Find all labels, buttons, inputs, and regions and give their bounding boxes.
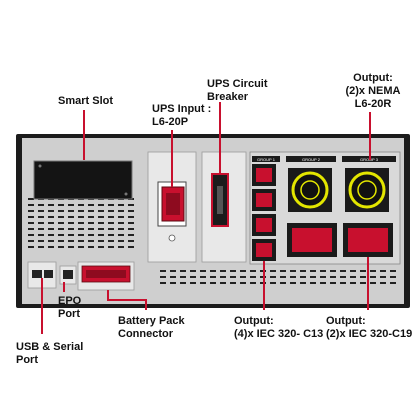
ground-screw	[168, 234, 176, 242]
smart-slot-screw	[38, 164, 42, 168]
nema-l6-20r-outlets	[288, 168, 389, 212]
circuit-breaker-switch	[217, 186, 223, 214]
c19-outlet-socket	[348, 228, 388, 252]
c13-outlet-socket	[256, 243, 272, 257]
usb-port	[32, 270, 42, 278]
callout-lines	[41, 102, 371, 334]
smart-slot-screw	[124, 192, 128, 196]
l6-20p-plug-face	[166, 193, 180, 215]
callout-smart-slot: Smart Slot	[58, 95, 114, 107]
c13-outlet-socket	[256, 218, 272, 232]
group-2-label: GROUP 2	[302, 157, 321, 162]
c19-outlets	[287, 223, 393, 257]
nema-outlet-ring	[300, 180, 320, 200]
callout-output-c19: Output: (2)x IEC 320-C19	[326, 315, 413, 340]
callout-ups-circuit-breaker: UPS Circuit Breaker	[207, 78, 268, 103]
callout-epo-port: EPO Port	[58, 295, 82, 320]
callout-output-c13: Output: (4)x IEC 320- C13	[234, 315, 324, 340]
callout-battery-pack-connector: Battery Pack Connector	[118, 315, 185, 340]
nema-outlet	[291, 171, 329, 209]
callout-usb-serial-port: USB & Serial Port	[16, 341, 84, 366]
c13-outlet-socket	[256, 193, 272, 207]
nema-outlet	[348, 171, 386, 209]
callout-line-battery-connector	[107, 290, 147, 310]
smart-slot	[33, 160, 133, 200]
c13-outlets	[252, 164, 276, 261]
c13-outlet-socket	[256, 168, 272, 182]
callout-ups-input: UPS Input : L6-20P	[152, 103, 212, 128]
epo-port	[63, 270, 73, 279]
serial-port	[44, 270, 53, 278]
group-2-header	[286, 156, 336, 162]
group-1-header	[252, 156, 280, 162]
c19-outlet-socket	[292, 228, 332, 252]
group-1-label: GROUP 1	[257, 157, 276, 162]
vent-grill-left	[28, 198, 134, 248]
callout-output-nema: Output: (2)x NEMA L6-20R	[345, 72, 401, 110]
nema-outlet-ring	[357, 180, 377, 200]
battery-pack-connector-pins	[86, 270, 126, 278]
